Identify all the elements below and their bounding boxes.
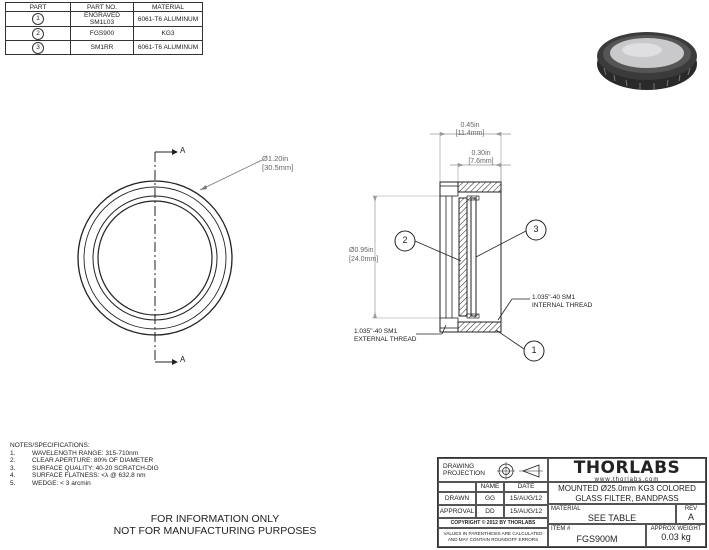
parts-table: PART PART NO. MATERIAL 1 ENGRAVED SM1L03… bbox=[5, 2, 203, 55]
item-cell: ITEM # FGS900M bbox=[548, 524, 646, 547]
height-dimension: Ø0.95in [24.0mm] bbox=[349, 247, 379, 263]
part-number-badge: 2 bbox=[32, 27, 44, 40]
width-dimension: 0.45in [11.4mm] bbox=[455, 122, 485, 137]
item-value: FGS900M bbox=[576, 534, 618, 544]
description: MOUNTED Ø25.0mm KG3 COLORED GLASS FILTER… bbox=[548, 482, 706, 504]
projection-cell: DRAWING PROJECTION bbox=[438, 458, 548, 482]
callout-3-circle bbox=[525, 219, 547, 241]
table-row: 1 ENGRAVED SM1L03 6061-T6 ALUMINUM bbox=[5, 11, 203, 27]
section-arrow-top bbox=[172, 149, 178, 155]
table-row: 2 FGS900 KG3 bbox=[5, 26, 203, 41]
name-header: NAME bbox=[476, 482, 504, 492]
approval-date: 15/AUG/12 bbox=[504, 505, 548, 518]
retaining-ring bbox=[470, 197, 477, 317]
date-header: DATE bbox=[504, 482, 548, 492]
copyright: COPYRIGHT © 2012 BY THORLABS bbox=[438, 518, 548, 528]
notes-specifications: NOTES/SPECIFICATIONS: 1.WAVELENGTH RANGE… bbox=[10, 442, 159, 488]
note-item: 4.SURFACE FLATNESS: <λ @ 632.8 nm bbox=[10, 472, 146, 480]
section-label-bottom: A bbox=[180, 355, 186, 364]
disclaimer: FOR INFORMATION ONLY NOT FOR MANUFACTURI… bbox=[113, 513, 317, 537]
drawing-canvas bbox=[77, 132, 547, 365]
drawn-label: DRAWN bbox=[438, 492, 476, 505]
section-view bbox=[372, 132, 547, 362]
tolerance-note: VALUES IN PARENTHESIS ARE CALCULATED AND… bbox=[438, 528, 548, 547]
outer-ring bbox=[77, 180, 233, 336]
projection-symbol-icon bbox=[497, 462, 543, 480]
note-item: 1.WAVELENGTH RANGE: 315-710nm bbox=[10, 449, 139, 457]
front-view bbox=[77, 149, 263, 365]
callout-2-label: 2 bbox=[402, 235, 408, 245]
drawn-date: 15/AUG/12 bbox=[504, 492, 548, 505]
note-item: 2.CLEAR APERTURE: 80% OF DIAMETER bbox=[10, 457, 154, 465]
weight-cell: APPROX WEIGHT 0.03 kg bbox=[646, 524, 706, 547]
material-value: SEE TABLE bbox=[587, 513, 637, 523]
section-label-top: A bbox=[180, 146, 186, 155]
table-row: 3 SM1RR 6061-T6 ALUMINUM bbox=[5, 40, 203, 55]
material-cell: MATERIAL SEE TABLE bbox=[548, 504, 676, 524]
callout-1-circle bbox=[523, 340, 545, 362]
diameter-leader bbox=[199, 159, 263, 191]
website: www.thorlabs.com bbox=[594, 477, 660, 483]
material-cell: 6061-T6 ALUMINUM bbox=[133, 40, 203, 55]
product-render-image bbox=[597, 32, 697, 90]
parts-table-header: PART PART NO. MATERIAL bbox=[5, 2, 203, 12]
inner-width-dimension: 0.30in [7.6mm] bbox=[468, 150, 494, 165]
filter-glass bbox=[458, 197, 468, 317]
external-thread-note: 1.035"-40 SM1 EXTERNAL THREAD bbox=[354, 328, 417, 343]
drawn-name: GG bbox=[476, 492, 504, 505]
section-arrow-bottom bbox=[172, 359, 178, 365]
note-item: 5.WEDGE: < 3 arcmin bbox=[10, 479, 91, 487]
callout-3-label: 3 bbox=[533, 224, 539, 234]
part-number-badge: 3 bbox=[32, 41, 44, 54]
diameter-dimension: Ø1.20in [30.5mm] bbox=[262, 154, 294, 172]
weight-value: 0.03 kg bbox=[661, 532, 691, 542]
logo-cell: THORLABS www.thorlabs.com bbox=[548, 458, 706, 483]
part-no-cell: SM1RR bbox=[70, 40, 134, 55]
rev-value: A bbox=[687, 512, 694, 522]
part-number-badge: 1 bbox=[32, 13, 44, 25]
rev-cell: REV A bbox=[676, 504, 706, 524]
thorlabs-logo: THORLABS bbox=[573, 458, 681, 478]
note-item: 3.SURFACE QUALITY: 40-20 SCRATCH-DIG bbox=[10, 464, 159, 472]
title-block: DRAWING PROJECTION NAME DATE DRAWN GG 15… bbox=[437, 457, 707, 548]
notes-title: NOTES/SPECIFICATIONS: bbox=[10, 442, 90, 449]
approval-name: DD bbox=[476, 505, 504, 518]
internal-thread-note: 1.035"-40 SM1 INTERNAL THREAD bbox=[532, 294, 593, 309]
approval-label: APPROVAL bbox=[438, 505, 476, 518]
callout-1-label: 1 bbox=[531, 345, 537, 355]
